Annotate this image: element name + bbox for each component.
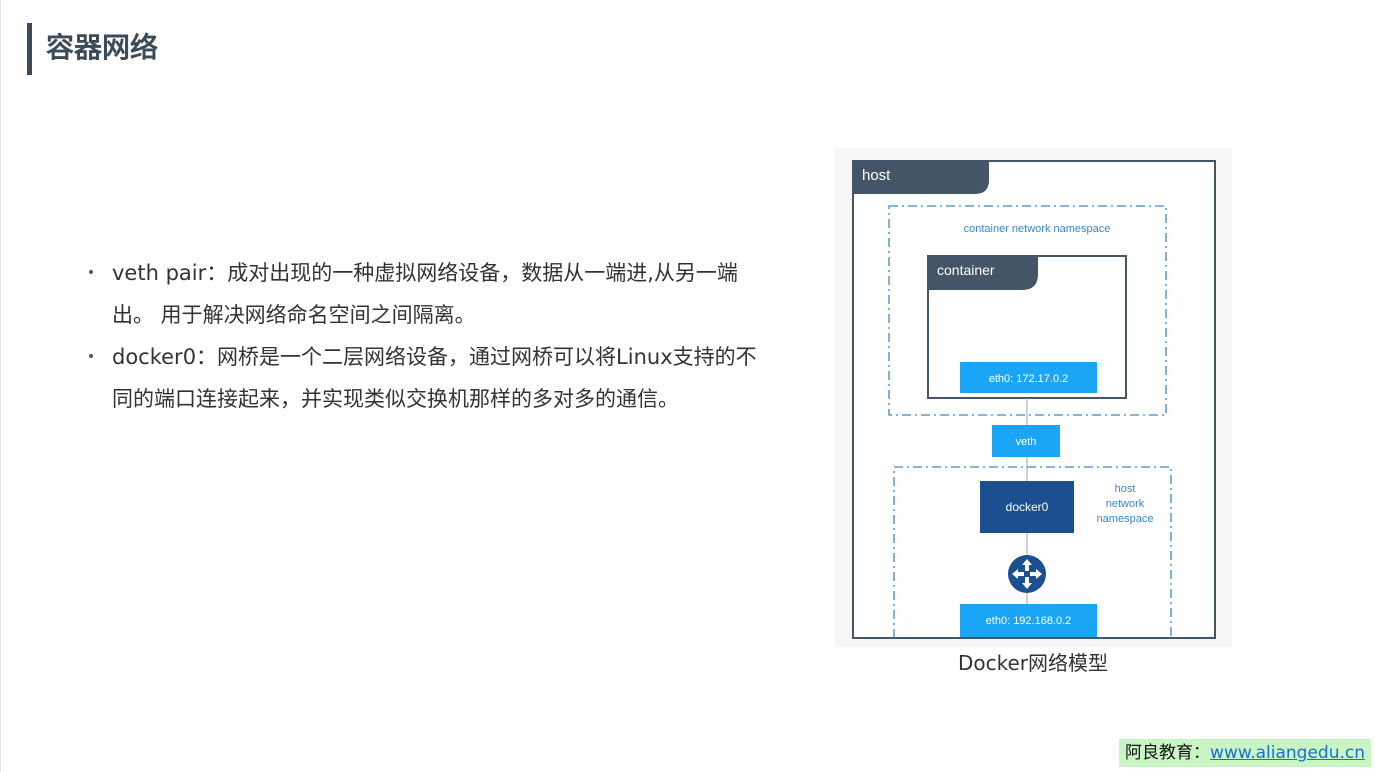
slide-title: 容器网络	[46, 31, 159, 64]
title-accent-bar	[27, 23, 32, 75]
page-left-border	[0, 0, 1, 772]
bullet-item-veth: • veth pair：成对出现的一种虚拟网络设备，数据从一端进,从另一端出。 …	[84, 252, 764, 336]
diagram-caption: Docker网络模型	[957, 651, 1109, 675]
container-label: container	[937, 262, 995, 278]
host-eth0-label: eth0: 192.168.0.2	[986, 615, 1072, 627]
host-namespace-label-line2: network	[1106, 498, 1145, 510]
container-eth0-box	[960, 362, 1097, 393]
bullet-dot-icon: •	[86, 265, 96, 281]
host-namespace-label-line1: host	[1115, 483, 1136, 495]
container-namespace-box	[888, 205, 1167, 416]
host-namespace-box	[893, 466, 1172, 638]
docker-network-diagram: host container network namespace contain…	[834, 148, 1232, 647]
veth-label: veth	[1016, 436, 1037, 448]
bullet-text: docker0：网桥是一个二层网络设备，通过网桥可以将Linux支持的不同的端口…	[112, 345, 757, 411]
host-namespace-label-line3: namespace	[1097, 513, 1154, 525]
bullet-dot-icon: •	[86, 349, 96, 365]
bullet-text: veth pair：成对出现的一种虚拟网络设备，数据从一端进,从另一端出。 用于…	[112, 261, 738, 327]
host-tab	[853, 161, 989, 194]
container-eth0-label: eth0: 172.17.0.2	[989, 373, 1069, 385]
container-tab	[928, 256, 1038, 290]
container-namespace-label: container network namespace	[964, 223, 1111, 235]
docker0-box	[980, 481, 1074, 533]
veth-box	[992, 425, 1060, 457]
host-label: host	[862, 167, 891, 184]
bullet-list: • veth pair：成对出现的一种虚拟网络设备，数据从一端进,从另一端出。 …	[84, 252, 764, 420]
host-eth0-box	[960, 604, 1097, 637]
bullet-item-docker0: • docker0：网桥是一个二层网络设备，通过网桥可以将Linux支持的不同的…	[84, 336, 764, 420]
diagram-canvas: host container network namespace contain…	[852, 160, 1216, 639]
footer-prefix: 阿良教育：	[1125, 743, 1211, 763]
router-icon	[1008, 555, 1046, 593]
footer-banner: 阿良教育：www.aliangedu.cn	[1119, 739, 1371, 767]
footer-link[interactable]: www.aliangedu.cn	[1210, 743, 1365, 763]
docker0-label: docker0	[1006, 500, 1049, 514]
